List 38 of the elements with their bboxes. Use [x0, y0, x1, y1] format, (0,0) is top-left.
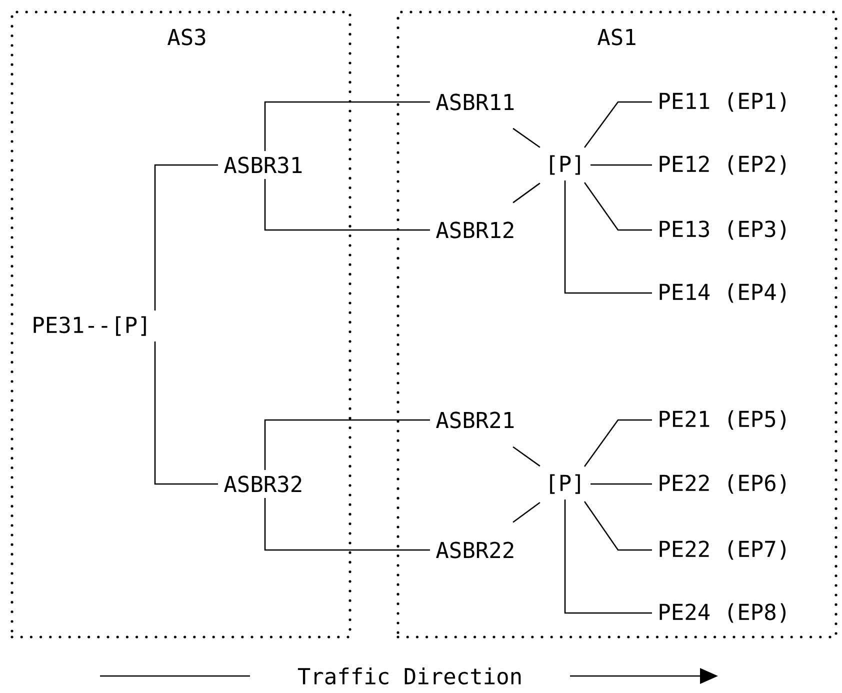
- router-label: ASBR11: [436, 94, 514, 110]
- caption-text: Traffic Direction: [298, 668, 521, 685]
- connector-line: [154, 164, 218, 311]
- router-label: PE22 (EP6): [660, 474, 786, 494]
- connector-line: [584, 182, 652, 231]
- region-label: AS1: [598, 28, 636, 46]
- router-label: PE24 (EP8): [660, 603, 786, 623]
- router-label: [P]: [550, 155, 580, 175]
- router-label: PE12 (EP2): [660, 155, 786, 175]
- connector-line: [512, 502, 540, 523]
- connector-line: [512, 182, 540, 204]
- region-label: AS3: [168, 28, 206, 46]
- router-label: ASBR21: [436, 412, 514, 428]
- connector-line: [590, 483, 652, 485]
- router-label: ASBR31: [224, 156, 302, 174]
- router-label: PE22 (EP7): [660, 540, 786, 560]
- router-label: ASBR32: [224, 476, 302, 492]
- connector-line: [264, 101, 430, 152]
- connector-line: [590, 164, 652, 166]
- router-label: ASBR12: [436, 222, 514, 238]
- router-label: PE11 (EP1): [660, 92, 786, 112]
- connector-line: [512, 128, 540, 148]
- connector-line: [512, 446, 540, 467]
- router-label: PE14 (EP4): [660, 283, 786, 303]
- router-label: PE13 (EP3): [660, 220, 786, 240]
- router-label: PE31--[P]: [34, 316, 146, 336]
- connector-line: [584, 419, 652, 467]
- router-label: ASBR22: [436, 542, 514, 558]
- connector-line: [264, 498, 430, 551]
- connector-line: [264, 419, 430, 470]
- connector-line: [154, 341, 218, 485]
- connector-line: [264, 178, 430, 231]
- connector-line: [564, 180, 652, 294]
- router-label: [P]: [550, 474, 580, 494]
- router-label: PE21 (EP5): [660, 410, 786, 430]
- connector-line: [584, 101, 652, 148]
- connector-line: [584, 501, 652, 551]
- connector-line: [564, 499, 652, 614]
